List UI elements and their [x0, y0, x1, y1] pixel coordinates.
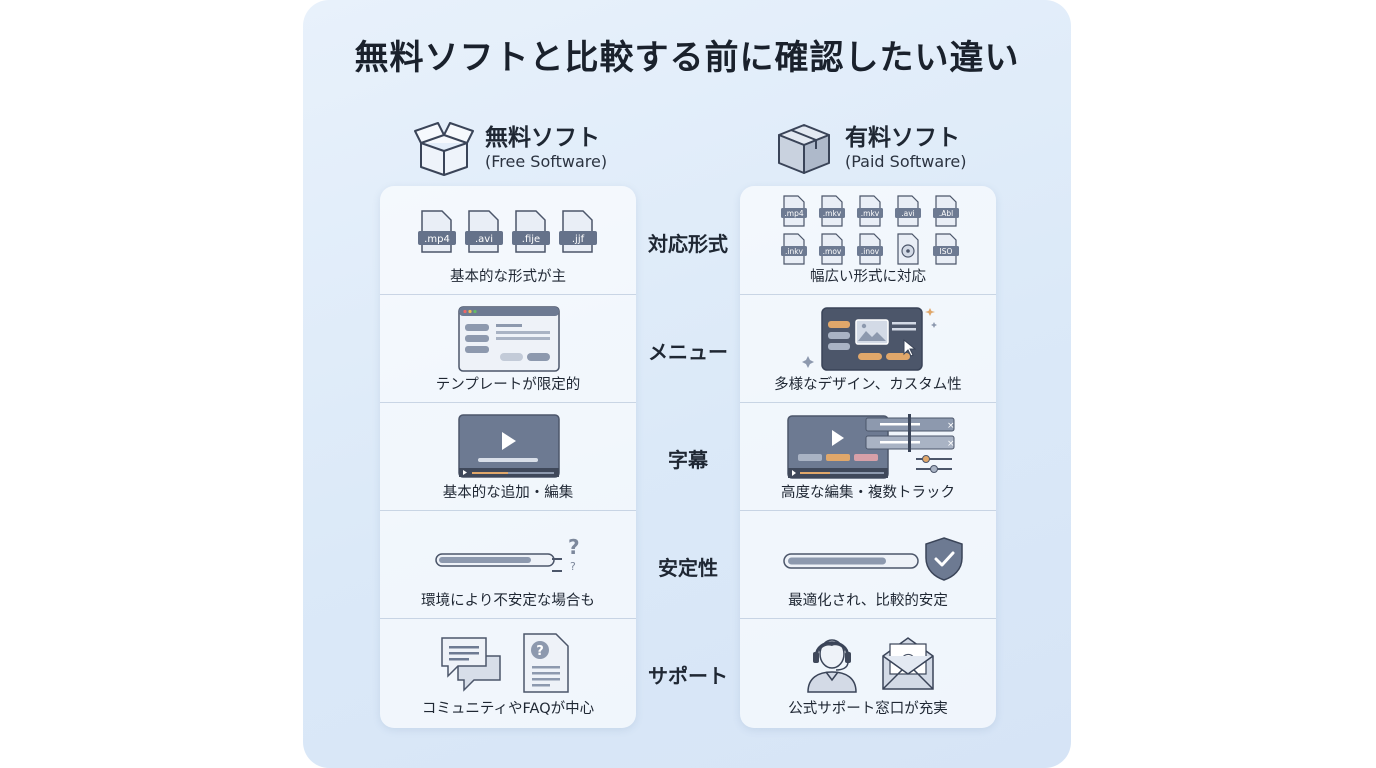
menu-template-icon	[458, 306, 560, 372]
paid-header: 有料ソフト (Paid Software)	[773, 118, 966, 178]
row-label-subtitles: 字幕	[668, 448, 708, 472]
open-box-icon	[414, 122, 474, 176]
file-format-icons: .mp4 .avi .fije .jjf	[418, 210, 597, 253]
free-panel: .mp4 .avi .fije .jjf 基本的な形式が主 テンプ	[380, 186, 636, 728]
video-player-icon	[458, 414, 560, 478]
free-support-caption: コミュニティやFAQが中心	[421, 701, 595, 717]
paid-row-menu: 多様なデザイン、カスタム性	[740, 294, 996, 403]
free-row-support: ? コミュニティやFAQが中心	[380, 618, 636, 726]
svg-text:?: ?	[536, 644, 544, 659]
paid-support-caption: 公式サポート窓口が充実	[788, 701, 948, 717]
free-row-formats: .mp4 .avi .fije .jjf 基本的な形式が主	[380, 186, 636, 295]
svg-text:×: ×	[947, 421, 955, 431]
row-label-menu: メニュー	[648, 340, 728, 364]
free-row-subtitles: 基本的な追加・編集	[380, 402, 636, 511]
faq-document-icon: ?	[523, 633, 569, 693]
format-label: .avi	[901, 209, 915, 218]
format-label: .fije	[522, 234, 540, 245]
free-stability-caption: 環境により不安定な場合も	[421, 593, 595, 609]
paid-row-stability: 最適化され、比較的安定	[740, 510, 996, 619]
free-title: 無料ソフト	[485, 125, 600, 151]
shield-check-icon	[925, 537, 963, 581]
paid-panel: .mp4 .mkv .mkv .avi .Abl .inkv .mov .ino…	[740, 186, 996, 728]
progress-question-icon: ? ?	[435, 536, 580, 573]
format-label: .mov	[823, 247, 842, 256]
comparison-card: 無料ソフトと比較する前に確認したい違い 無料ソフト (Free Software…	[303, 0, 1071, 768]
paid-formats-caption: 幅広い形式に対応	[810, 269, 926, 285]
paid-title: 有料ソフト	[845, 125, 960, 151]
format-label: .Abl	[939, 209, 953, 218]
format-label: .inov	[861, 247, 880, 256]
paid-row-support: @ 公式サポート窓口が充実	[740, 618, 996, 726]
paid-row-formats: .mp4 .mkv .mkv .avi .Abl .inkv .mov .ino…	[740, 186, 996, 295]
format-label: .jjf	[572, 234, 585, 245]
free-row-menu: テンプレートが限定的	[380, 294, 636, 403]
row-label-formats: 対応形式	[648, 232, 728, 256]
paid-row-subtitles: × × 高度な編集・複数トラック	[740, 402, 996, 511]
format-label: .avi	[475, 234, 493, 245]
row-label-stability: 安定性	[658, 556, 718, 580]
headset-operator-icon	[807, 639, 857, 693]
multi-track-subtitle-icon: × ×	[787, 414, 955, 479]
svg-text:?: ?	[568, 536, 580, 559]
free-menu-caption: テンプレートが限定的	[435, 377, 581, 393]
format-label: .mkv	[823, 209, 842, 218]
format-label: .inkv	[785, 247, 804, 256]
free-formats-caption: 基本的な形式が主	[450, 269, 566, 285]
free-subtitles-caption: 基本的な追加・編集	[442, 485, 574, 501]
format-label: .mp4	[784, 209, 803, 218]
free-header: 無料ソフト (Free Software)	[413, 118, 607, 178]
paid-subtitles-caption: 高度な編集・複数トラック	[781, 485, 955, 501]
svg-text:?: ?	[570, 560, 576, 573]
format-label: .mkv	[861, 209, 880, 218]
page-title: 無料ソフトと比較する前に確認したい違い	[354, 38, 1020, 78]
closed-box-icon	[778, 124, 830, 174]
paid-subtitle: (Paid Software)	[845, 152, 967, 171]
free-row-stability: ? ? 環境により不安定な場合も	[380, 510, 636, 619]
free-subtitle: (Free Software)	[485, 152, 608, 171]
format-label: .mp4	[424, 234, 450, 245]
file-format-grid-icons: .mp4 .mkv .mkv .avi .Abl .inkv .mov .ino…	[781, 195, 959, 265]
chat-bubbles-icon	[441, 637, 501, 692]
stable-progress-icon	[783, 537, 963, 581]
svg-text:×: ×	[947, 439, 955, 449]
custom-menu-design-icon	[802, 307, 937, 371]
format-label: ISO	[940, 247, 953, 256]
row-label-support: サポート	[648, 664, 728, 688]
paid-menu-caption: 多様なデザイン、カスタム性	[774, 377, 962, 393]
email-at-icon: @	[882, 637, 934, 690]
paid-stability-caption: 最適化され、比較的安定	[788, 593, 948, 609]
